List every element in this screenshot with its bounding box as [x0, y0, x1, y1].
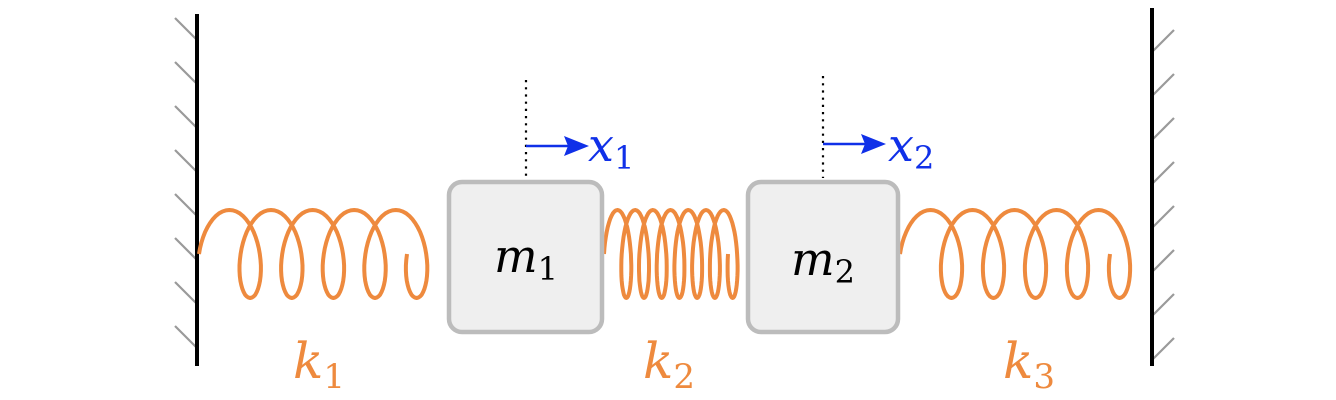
spring-k1-label: k1: [293, 332, 345, 397]
mass-1-label: m1: [494, 229, 558, 288]
spring-k2: [602, 208, 740, 300]
hatch-line: [174, 281, 198, 305]
hatch-line: [174, 61, 198, 85]
hatch-line: [1151, 249, 1175, 273]
hatch-line: [174, 105, 198, 129]
x1-label: x1: [588, 118, 634, 177]
right-wall: [1150, 8, 1175, 366]
spring-k3: [898, 208, 1133, 300]
spring-k3-label: k3: [1003, 332, 1055, 397]
x1-arrow-head: [564, 136, 589, 156]
left-wall: [174, 14, 199, 366]
spring-k1: [197, 208, 430, 300]
displacement-x2: x2: [821, 76, 934, 178]
mass-2: m2: [745, 179, 901, 335]
x2-arrow-head: [861, 134, 886, 154]
right-wall-hatching: [1151, 29, 1175, 361]
hatch-line: [174, 193, 198, 217]
hatch-line: [1151, 117, 1175, 141]
hatch-line: [174, 237, 198, 261]
hatch-line: [1151, 161, 1175, 185]
hatch-line: [174, 17, 198, 41]
mass-2-label: m2: [791, 232, 855, 291]
mass-2-box: [745, 179, 901, 335]
left-wall-hatching: [174, 17, 198, 349]
hatch-line: [1151, 293, 1175, 317]
hatch-line: [174, 149, 198, 173]
hatch-line: [174, 325, 198, 349]
hatch-line: [1151, 205, 1175, 229]
hatch-line: [1151, 337, 1175, 361]
hatch-line: [1151, 29, 1175, 53]
displacement-x1: x1: [524, 80, 634, 178]
mass-1: m1: [446, 179, 605, 335]
x2-label: x2: [888, 118, 934, 177]
spring-k2-label: k2: [643, 332, 695, 397]
hatch-line: [1151, 73, 1175, 97]
mass-1-box: [446, 179, 605, 335]
